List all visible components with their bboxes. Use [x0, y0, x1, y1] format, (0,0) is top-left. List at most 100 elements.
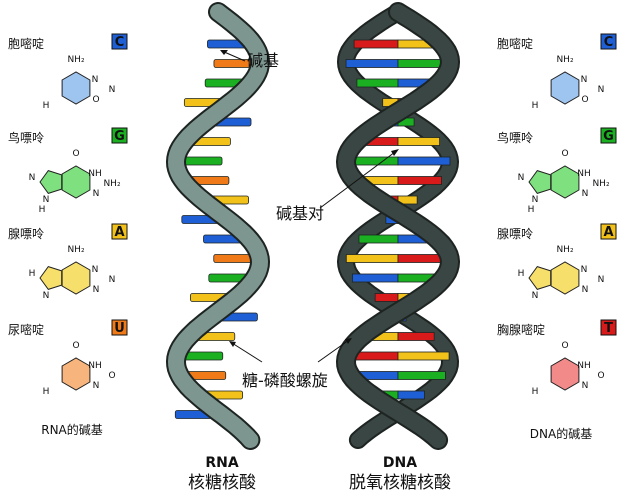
atom-label: N	[109, 275, 116, 285]
atom-label: O	[561, 341, 568, 351]
base-letter-badge	[111, 223, 128, 240]
base-ring-icon	[61, 357, 91, 391]
dna-base-pair-right	[397, 371, 446, 380]
base-letter-badge	[600, 223, 617, 240]
base-letter-badge	[111, 319, 128, 336]
atom-label: N	[109, 85, 116, 95]
base-name: 鸟嘌呤	[8, 130, 44, 145]
base-letter: C	[604, 35, 614, 50]
dna-base-pair-right	[397, 351, 450, 361]
atom-label: NH₂	[556, 55, 574, 65]
atom-label: NH₂	[103, 179, 121, 189]
base-ring-icon	[39, 266, 63, 290]
base-letter: T	[604, 321, 613, 336]
atom-label: NH₂	[556, 245, 574, 255]
dna-title: DNA	[383, 455, 417, 471]
base-letter-badge	[600, 127, 617, 144]
base-letter: G	[114, 129, 125, 144]
dna-base-pair-left	[345, 254, 399, 263]
dna-base-pair-right	[397, 195, 418, 205]
atom-label: N	[29, 173, 36, 183]
base-letter-badge	[111, 33, 128, 50]
dna-base-c: 胞嘧啶 C NH₂ NON H	[497, 33, 617, 111]
atom-label: NH	[577, 169, 591, 179]
base-letter-badge	[111, 127, 128, 144]
rna-helix	[165, 2, 271, 450]
atom-label: N	[93, 189, 100, 199]
dna-base-pair-right	[397, 332, 435, 341]
atom-label: N	[581, 75, 588, 85]
base-letter-badge	[600, 319, 617, 336]
dna-base-pair-right	[397, 176, 442, 185]
base-ring-icon	[550, 71, 580, 105]
atom-label: N	[43, 291, 50, 301]
base-label: 碱基	[247, 51, 279, 70]
rna-front-strand	[167, 4, 269, 448]
atom-label: N	[43, 195, 50, 205]
atom-label: N	[598, 85, 605, 95]
base-ring-icon	[550, 165, 580, 199]
atom-label: O	[72, 341, 79, 351]
atom-label: N	[93, 285, 100, 295]
base-letter-badge	[600, 33, 617, 50]
rna-subtitle: 核糖核酸	[188, 473, 256, 493]
base-name: 尿嘧啶	[8, 323, 44, 337]
atom-label: O	[561, 149, 568, 159]
atom-label: NH₂	[67, 245, 85, 255]
dna-front-strand	[337, 4, 459, 448]
atom-label: N	[598, 275, 605, 285]
dna-helix	[335, 2, 461, 450]
atom-label: O	[92, 95, 99, 105]
atom-label: H	[43, 101, 50, 111]
atom-label: N	[532, 195, 539, 205]
atom-label: H	[43, 387, 50, 397]
base-name: 腺嘌呤	[497, 226, 533, 241]
base-letter: A	[114, 225, 124, 240]
base-name: 鸟嘌呤	[497, 130, 533, 145]
atom-label: O	[108, 371, 115, 381]
backbone-label: 糖-磷酸螺旋	[242, 371, 328, 390]
dna-base-pair-right	[397, 390, 425, 400]
base-letter: C	[115, 35, 125, 50]
dna-base-pair-right	[397, 156, 451, 166]
dna-base-pair-left	[356, 78, 399, 88]
atom-label: N	[93, 381, 100, 391]
base-name: 胞嘧啶	[497, 37, 533, 51]
dna-bases-caption: DNA的碱基	[530, 426, 592, 441]
dna-base-pair-left	[358, 234, 399, 244]
base-ring-icon	[61, 261, 91, 295]
atom-label: O	[581, 95, 588, 105]
atom-label: O	[597, 371, 604, 381]
base-pair-label: 碱基对	[276, 204, 324, 223]
atom-label: NH	[577, 361, 591, 371]
atom-label: N	[518, 173, 525, 183]
atom-label: H	[518, 269, 525, 279]
atom-label: H	[532, 387, 539, 397]
atom-label: H	[532, 101, 539, 111]
base-ring-icon	[61, 165, 91, 199]
callouts: 碱基 碱基对 糖-磷酸螺旋	[220, 50, 399, 390]
atom-label: NH	[88, 361, 102, 371]
base-ring-icon	[528, 170, 552, 194]
base-ring-icon	[39, 170, 63, 194]
dna-base-pair-left	[345, 59, 399, 68]
base-letter: U	[114, 321, 125, 336]
dna-base-pair-left	[374, 293, 399, 302]
base-ring-icon	[61, 71, 91, 105]
atom-label: H	[528, 205, 535, 215]
atom-label: H	[39, 205, 46, 215]
atom-label: N	[582, 189, 589, 199]
rna-bases-caption: RNA的碱基	[41, 422, 103, 437]
atom-label: N	[92, 75, 99, 85]
atom-label: NH	[88, 169, 102, 179]
dna-base-pair-left	[352, 273, 399, 283]
atom-label: NH₂	[67, 55, 85, 65]
base-ring-icon	[550, 357, 580, 391]
